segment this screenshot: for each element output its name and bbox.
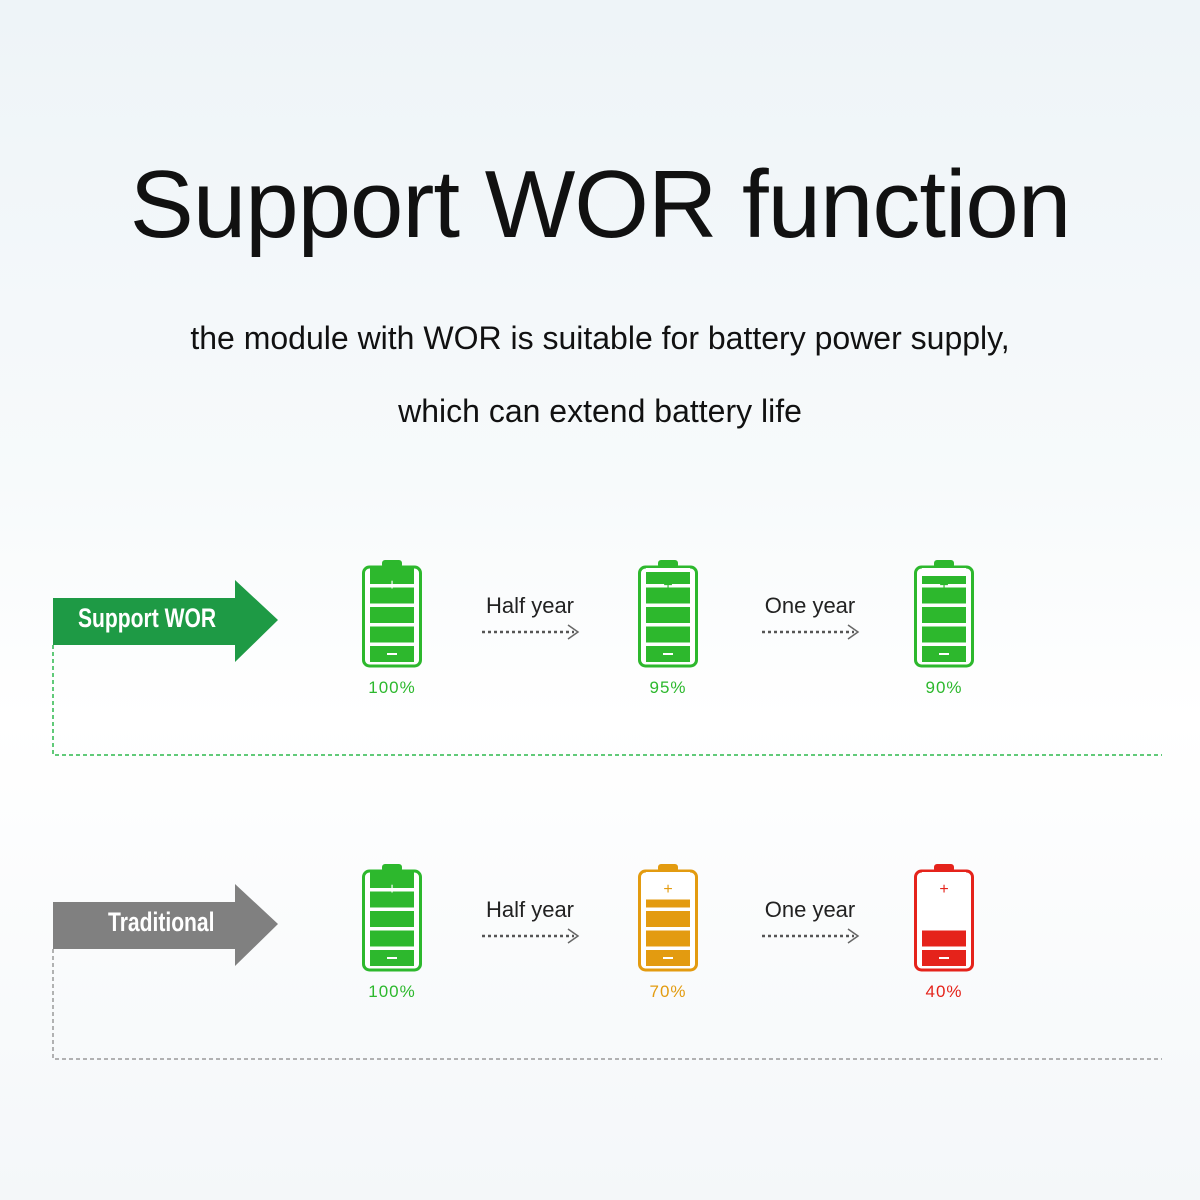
battery-percentage: 100% <box>368 982 416 1001</box>
battery-segment <box>646 626 690 643</box>
battery-percentage: 100% <box>368 678 416 697</box>
battery-segment <box>370 607 414 623</box>
battery-segment-bg <box>922 911 966 927</box>
arrow-head-icon <box>567 624 580 640</box>
battery-segment <box>646 572 690 584</box>
battery-icon: + <box>914 864 974 972</box>
battery-percentage: 70% <box>649 982 687 1001</box>
period-label: One year <box>764 897 856 922</box>
battery-percentage: 40% <box>925 982 963 1001</box>
plus-icon: + <box>663 577 672 594</box>
plus-icon: + <box>387 881 396 898</box>
battery-segment-bg <box>922 872 966 888</box>
minus-icon <box>939 653 949 655</box>
battery-icon: + <box>914 560 974 668</box>
row-arrow <box>53 884 278 966</box>
plus-icon: + <box>387 577 396 594</box>
plus-icon: + <box>939 881 948 898</box>
battery-segment-bg <box>922 891 966 908</box>
page-title: Support WOR function <box>129 151 1071 258</box>
battery-segment <box>922 587 966 604</box>
row-arrow <box>53 580 278 662</box>
plus-icon: + <box>663 881 672 898</box>
battery-segment <box>922 576 966 584</box>
dashed-guide-line <box>52 949 1162 1060</box>
subtitle-line-2: which can extend battery life <box>398 393 802 429</box>
period-label: Half year <box>485 897 575 922</box>
battery-segment <box>370 891 414 908</box>
battery-segment <box>370 930 414 947</box>
battery-percentage: 95% <box>649 678 687 697</box>
battery-segment <box>370 587 414 604</box>
dashed-guide-line <box>52 645 1162 756</box>
subtitle-line-1: the module with WOR is suitable for batt… <box>190 320 1010 356</box>
period-label: One year <box>764 593 856 618</box>
minus-icon <box>387 653 397 655</box>
arrow-head-icon <box>847 624 860 640</box>
battery-icon: + <box>638 864 698 972</box>
plus-icon: + <box>939 577 948 594</box>
battery-segment <box>646 899 690 908</box>
arrow-head-icon <box>567 928 580 944</box>
battery-segment <box>646 911 690 927</box>
battery-icon: + <box>638 560 698 668</box>
minus-icon <box>387 957 397 959</box>
battery-icon: + <box>362 864 422 972</box>
battery-segment <box>370 872 414 888</box>
battery-segment <box>922 930 966 947</box>
battery-segment <box>370 568 414 584</box>
battery-segment <box>370 911 414 927</box>
minus-icon <box>663 957 673 959</box>
period-label: Half year <box>485 593 575 618</box>
battery-segment <box>646 587 690 604</box>
battery-segment-bg <box>646 872 690 888</box>
row-arrow-label: Support WOR <box>78 603 217 633</box>
battery-segment <box>922 626 966 643</box>
minus-icon <box>939 957 949 959</box>
arrow-head-icon <box>847 928 860 944</box>
battery-icon: + <box>362 560 422 668</box>
battery-percentage: 90% <box>925 678 963 697</box>
minus-icon <box>663 653 673 655</box>
battery-segment <box>370 626 414 643</box>
battery-segment <box>922 607 966 623</box>
row-arrow-label: Traditional <box>108 907 215 937</box>
battery-segment <box>646 607 690 623</box>
battery-segment <box>646 930 690 947</box>
